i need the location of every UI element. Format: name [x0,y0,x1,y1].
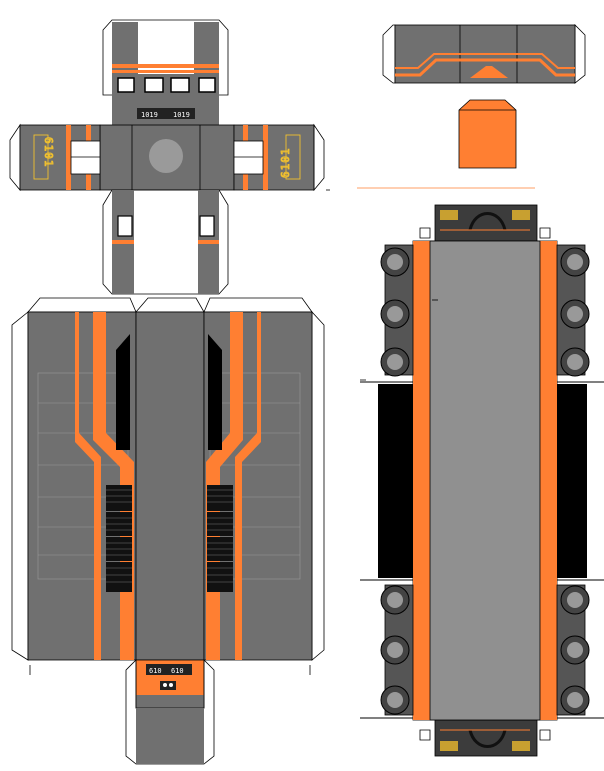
nose-piece [458,99,517,169]
cab-side-left: 6101 [9,123,101,192]
fold-marks [29,189,438,675]
front-number-plate-left: 1019 [141,111,158,119]
coupler-detail-top [434,204,538,242]
body-window-right [208,334,222,450]
cab-piece: 1019 1019 6101 6101 [9,19,325,295]
side-number-left: 6101 [42,137,55,168]
coupler-detail-bottom [434,719,538,757]
rear-number-plate-left: 610 [149,667,162,675]
chassis-piece [360,204,604,757]
bogie-right-rear [556,584,590,716]
vent-grille-right [207,485,233,592]
main-body-piece: 610 610 [11,297,325,765]
rear-end-piece: 610 610 [125,659,215,765]
front-number-plate-right: 1019 [173,111,190,119]
bogie-left-rear [380,584,414,716]
fuel-tank-left [378,384,413,578]
end-cap-piece [382,24,586,84]
cab-bottom-flap [102,189,229,295]
bogie-left-front [380,244,414,377]
vent-grille-left [106,485,132,592]
rear-number-plate-right: 610 [171,667,184,675]
fuel-tank-right [557,384,587,578]
bogie-right-front [556,244,590,377]
cab-top-flap: 1019 1019 [102,19,229,125]
body-window-left [116,334,130,450]
side-number-right: 6101 [279,148,292,179]
cab-headlight [149,139,183,173]
cab-side-right: 6101 [233,123,325,192]
